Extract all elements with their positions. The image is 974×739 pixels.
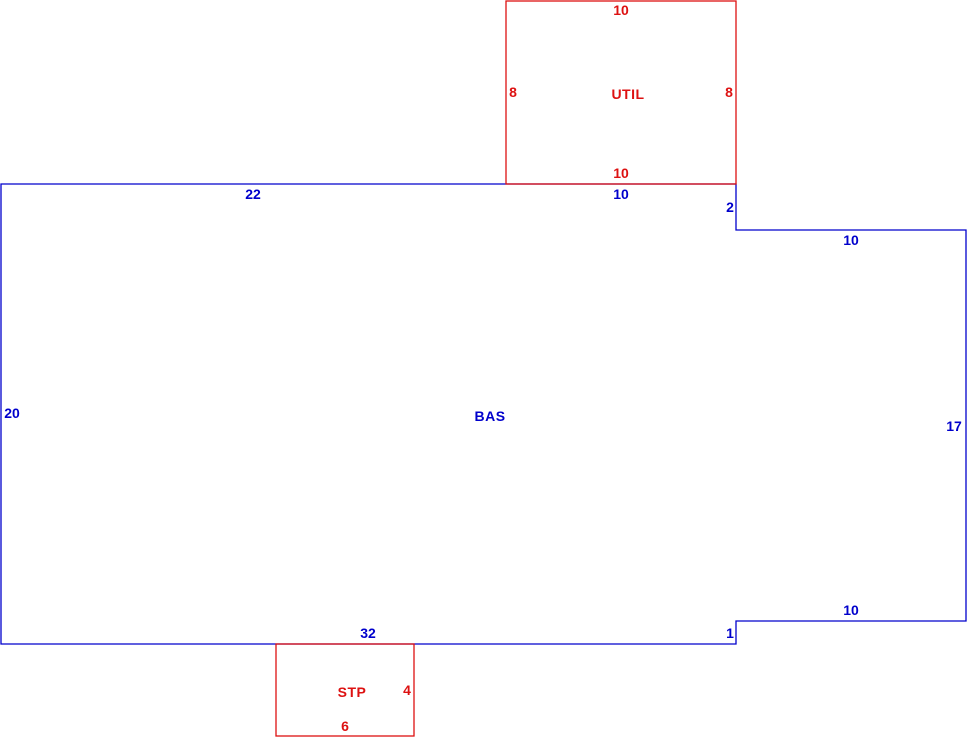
bas-dim-top-right: 10 (613, 186, 629, 202)
bas-dim-right: 17 (946, 418, 962, 434)
util-outline (505, 0, 737, 185)
bas-area-label: BAS (474, 408, 505, 424)
stp-dim-right: 4 (403, 682, 411, 698)
stp-dim-bottom: 6 (341, 718, 349, 734)
util-area-label: UTIL (611, 86, 644, 102)
bas-dim-notch-bottom: 1 (726, 625, 734, 641)
stp-area-label: STP (338, 684, 367, 700)
util-dim-top: 10 (613, 2, 629, 18)
bas-dim-wing-top: 10 (843, 232, 859, 248)
bas-dim-notch-top: 2 (726, 199, 734, 215)
bas-dim-top-left: 22 (245, 186, 261, 202)
bas-dim-wing-bottom: 10 (843, 602, 859, 618)
util-dim-right: 8 (725, 84, 733, 100)
util-dim-left: 8 (509, 84, 517, 100)
bas-dim-bottom: 32 (360, 625, 376, 641)
bas-dim-left: 20 (4, 405, 20, 421)
bas-outline (0, 183, 967, 645)
stp-outline (275, 643, 415, 737)
util-dim-bottom: 10 (613, 165, 629, 181)
